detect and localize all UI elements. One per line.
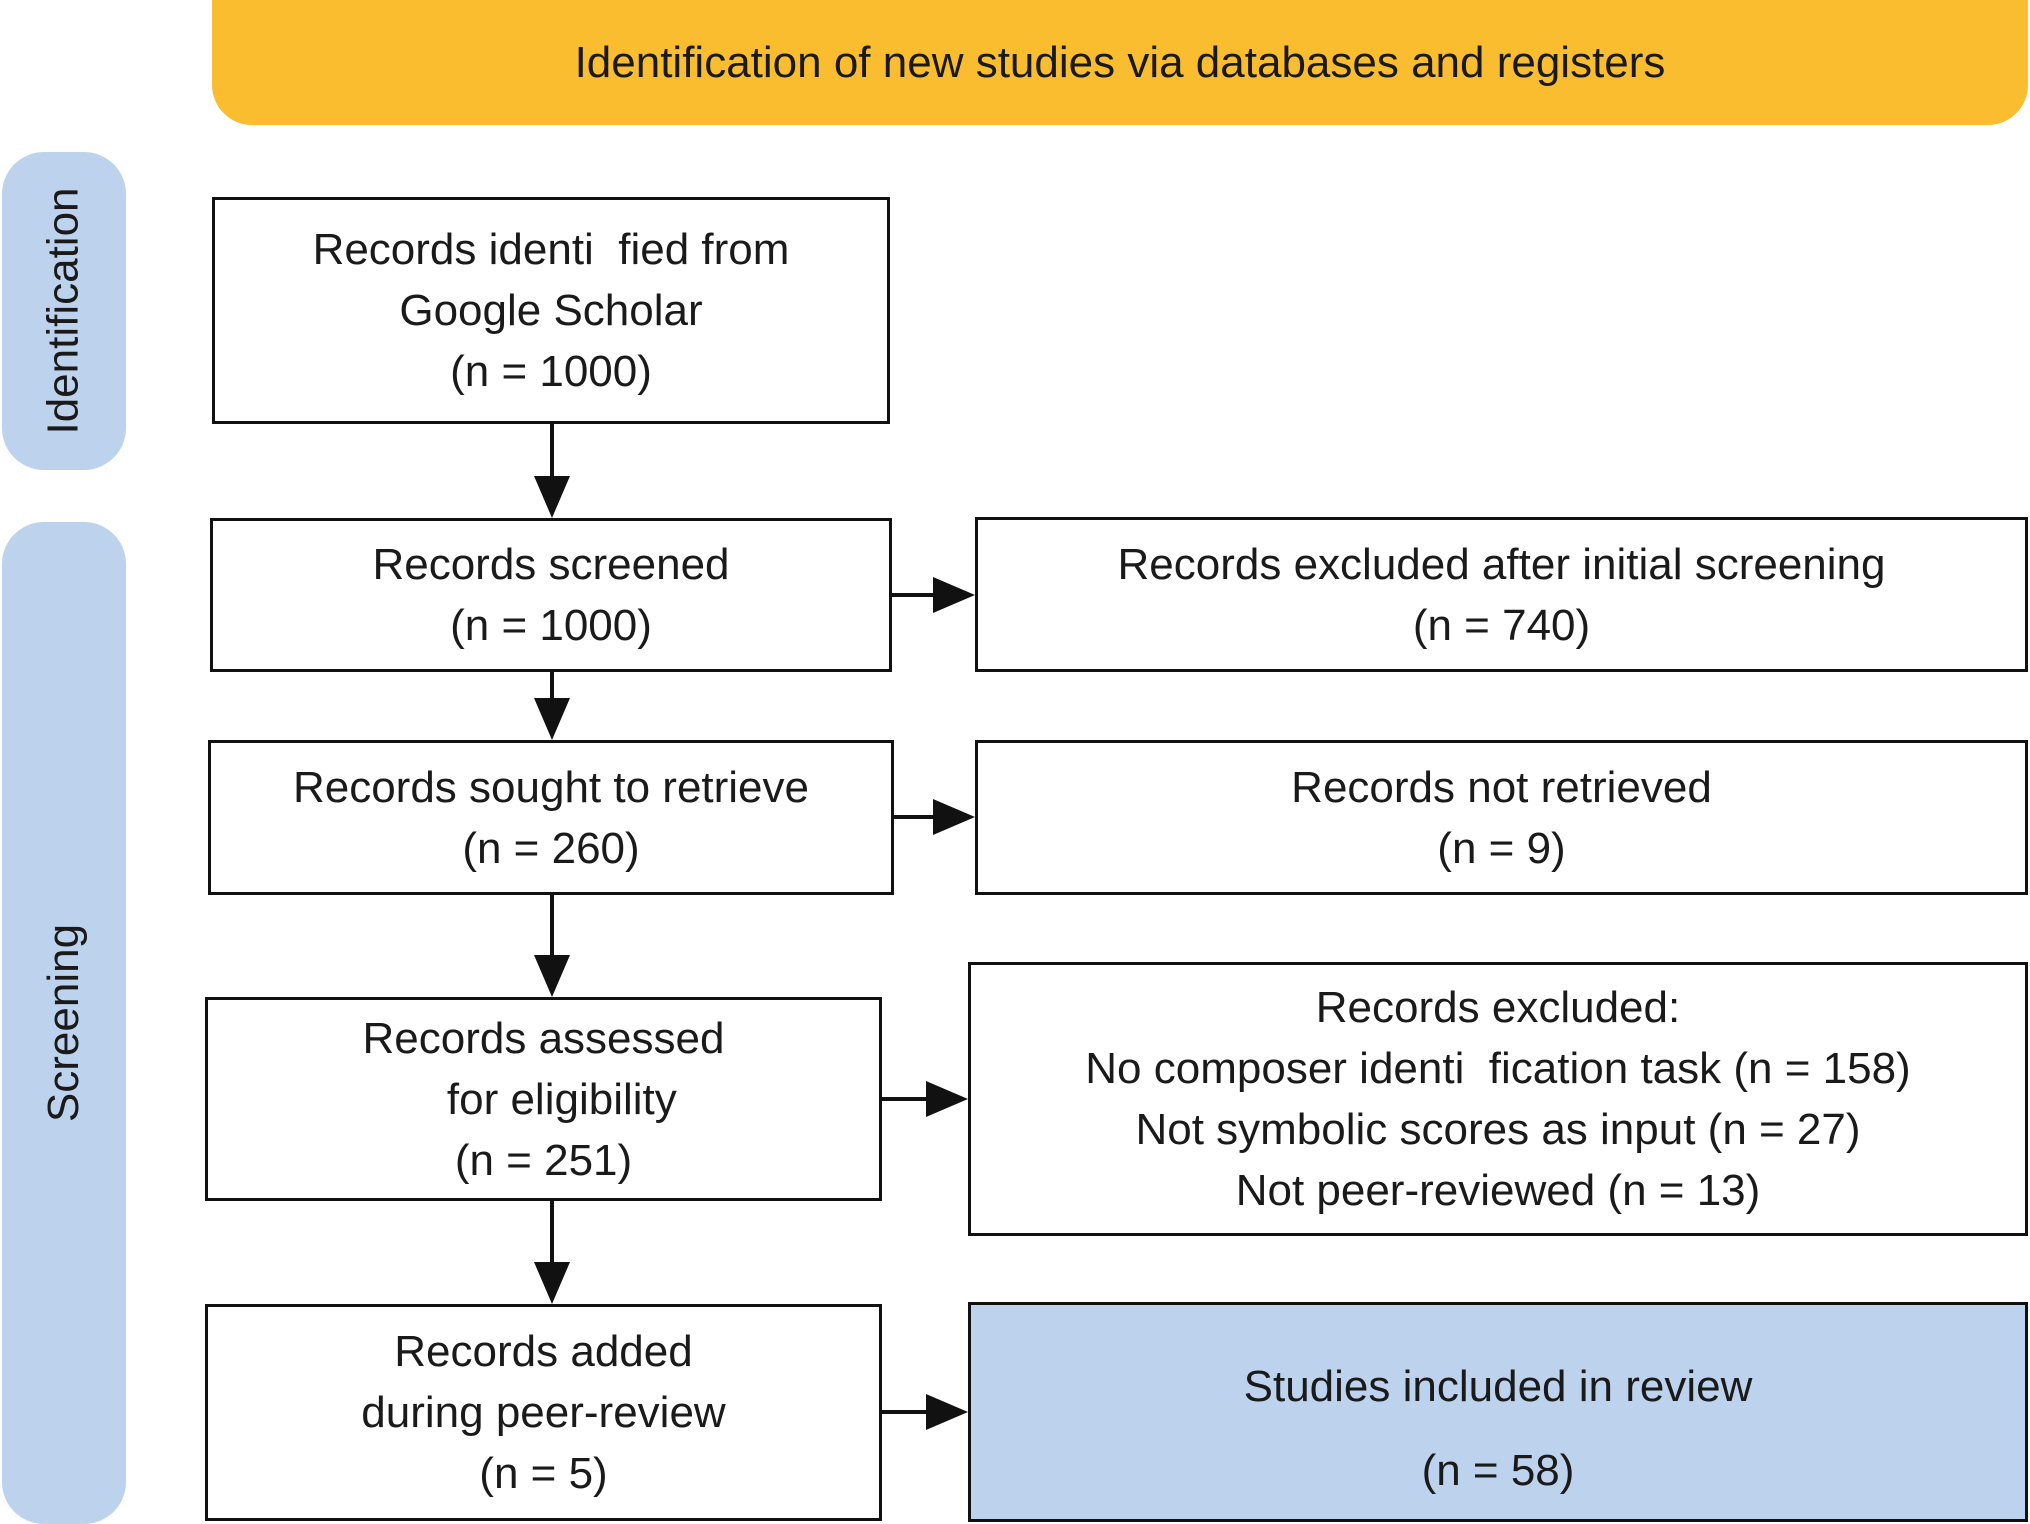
box-line: Records excluded: bbox=[1315, 983, 1681, 1032]
phase-screening-label: Screening bbox=[39, 923, 89, 1123]
box-line: No composer identi fication task (n = 15… bbox=[1085, 1044, 1911, 1093]
arrowhead bbox=[933, 577, 975, 613]
box-line: Records sought to retrieve bbox=[292, 762, 810, 812]
box-line: (n = 740) bbox=[1412, 600, 1591, 650]
box-line: (n = 260) bbox=[462, 823, 640, 873]
records-sought-box: Records sought to retrieve (n = 260) bbox=[208, 740, 894, 895]
box-line: Records not retrieved bbox=[1291, 762, 1712, 812]
box-line: Records screened bbox=[372, 540, 730, 589]
records-added-box: Records added during peer-review (n = 5) bbox=[205, 1304, 882, 1521]
records-not-retrieved-box: Records not retrieved (n = 9) bbox=[975, 740, 2028, 895]
box-line: (n = 1000) bbox=[450, 347, 652, 396]
box-line: Records identi fied from bbox=[312, 225, 790, 274]
records-excluded-initial-box: Records excluded after initial screening… bbox=[975, 517, 2028, 672]
box-line: Records excluded after initial screening bbox=[1117, 539, 1886, 589]
box-line: for eligibility bbox=[410, 1074, 677, 1124]
arrowhead bbox=[534, 476, 570, 518]
arrowhead bbox=[534, 955, 570, 997]
arrowhead bbox=[534, 1262, 570, 1304]
box-line: Not peer-reviewed (n = 13) bbox=[1235, 1166, 1761, 1215]
arrowhead bbox=[534, 698, 570, 740]
box-line: Records assessed bbox=[362, 1013, 725, 1063]
phase-identification-label: Identification bbox=[39, 187, 88, 435]
box-line: Not symbolic scores as input (n = 27) bbox=[1135, 1105, 1861, 1154]
phase-identification: Identification bbox=[2, 152, 126, 470]
box-line: during peer-review bbox=[361, 1388, 726, 1437]
records-identified-box: Records identi fied from Google Scholar … bbox=[212, 197, 890, 424]
records-screened-box: Records screened (n = 1000) bbox=[210, 518, 892, 672]
arrowhead bbox=[933, 799, 975, 835]
studies-included-box: Studies included in review (n = 58) bbox=[968, 1302, 2028, 1522]
box-line: (n = 251) bbox=[454, 1135, 633, 1185]
box-line: Google Scholar bbox=[399, 286, 703, 335]
box-line: (n = 58) bbox=[1421, 1446, 1575, 1495]
records-assessed-box: Records assessed for eligibility (n = 25… bbox=[205, 997, 882, 1201]
phase-screening: Screening bbox=[2, 522, 126, 1524]
box-line: (n = 5) bbox=[479, 1449, 608, 1498]
box-line: Records added bbox=[394, 1327, 693, 1376]
box-line: Studies included in review bbox=[1243, 1362, 1753, 1411]
header-title: Identification of new studies via databa… bbox=[574, 37, 1666, 87]
arrowhead bbox=[926, 1081, 968, 1117]
records-excluded-reasons-box: Records excluded: No composer identi fic… bbox=[968, 962, 2028, 1236]
arrowhead bbox=[926, 1394, 968, 1430]
header-banner: Identification of new studies via databa… bbox=[212, 0, 2028, 125]
box-line: (n = 1000) bbox=[450, 601, 652, 650]
box-line: (n = 9) bbox=[1437, 823, 1566, 873]
